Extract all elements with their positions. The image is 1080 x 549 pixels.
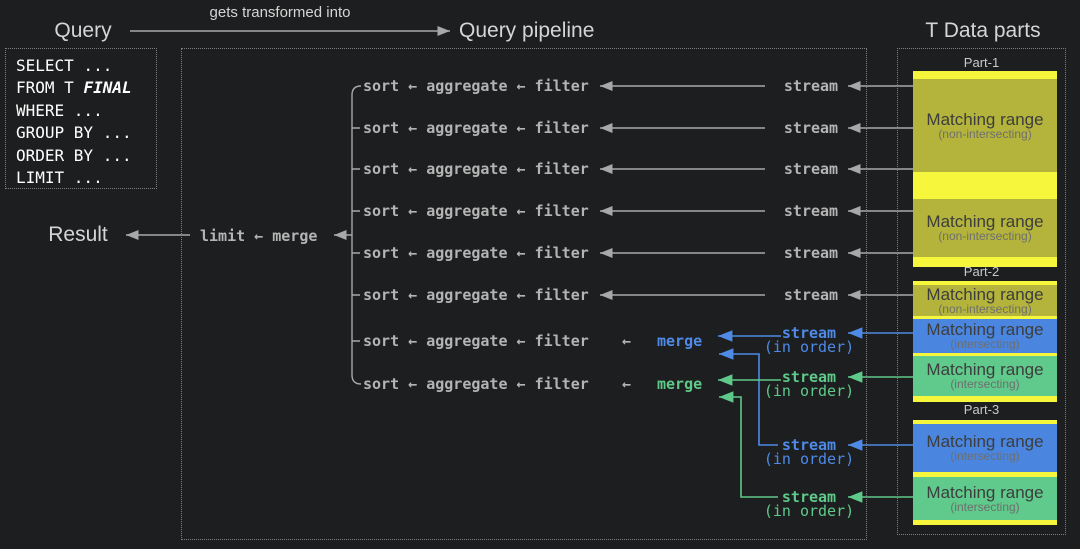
part-2-label: Part-2 <box>963 264 1000 279</box>
sql-line: LIMIT ... <box>16 168 103 188</box>
sql-query-text: SELECT ... FROM T FINAL WHERE ... GROUP … <box>6 49 156 189</box>
range-note: (non-intersecting) <box>938 229 1032 243</box>
stream-label: stream <box>783 160 839 178</box>
sql-query-box: SELECT ... FROM T FINAL WHERE ... GROUP … <box>5 48 157 189</box>
result-label: Result <box>48 223 108 246</box>
part-3-block: Matching range (intersecting) Matching r… <box>913 420 1057 525</box>
matching-range-green: Matching range (intersecting) <box>913 477 1057 520</box>
range-note: (non-intersecting) <box>938 301 1032 316</box>
range-note: (intersecting) <box>950 449 1020 463</box>
pipeline-row: sort ← aggregate ← filter <box>363 77 589 95</box>
part-1-label: Part-1 <box>963 55 1000 70</box>
pipeline-row: sort ← aggregate ← filter <box>363 286 589 304</box>
ordered-stream-label: stream <box>781 368 837 386</box>
range-note: (intersecting) <box>950 377 1020 391</box>
pipeline-row: sort ← aggregate ← filter <box>363 202 589 220</box>
stream-label: stream <box>783 202 839 220</box>
stream-label: stream <box>783 286 839 304</box>
sql-line: FROM T FINAL <box>16 78 132 98</box>
range-label: Matching range <box>926 320 1044 339</box>
query-pipeline-box <box>181 48 867 540</box>
part-2-block: Matching range (non-intersecting) Matchi… <box>913 281 1057 402</box>
pipeline-row: sort ← aggregate ← filter <box>363 375 589 393</box>
ordered-stream-blue: stream (in order) <box>762 436 856 468</box>
pipeline-bracket-ticks <box>352 127 360 342</box>
transform-arrow-label: gets transformed into <box>209 4 351 21</box>
stream-label: stream <box>783 244 839 262</box>
query-title: Query <box>54 19 112 42</box>
ordered-stream-label: stream <box>781 488 837 506</box>
pipeline-row: sort ← aggregate ← filter <box>363 332 589 350</box>
ordered-stream-blue: stream (in order) <box>762 324 856 356</box>
range-note: (intersecting) <box>950 337 1020 351</box>
part-3-label: Part-3 <box>963 402 1000 417</box>
matching-range-olive: Matching range (non-intersecting) <box>913 199 1057 257</box>
matching-range-olive: Matching range (non-intersecting) <box>913 285 1057 316</box>
range-label: Matching range <box>926 212 1044 231</box>
pipeline-bracket <box>351 85 362 385</box>
range-label: Matching range <box>926 360 1044 379</box>
sql-line: WHERE ... <box>16 100 103 120</box>
ordered-stream-note: (in order) <box>763 450 855 468</box>
ordered-stream-label: stream <box>781 324 837 342</box>
filter-merge-arrow-glyph: ← <box>622 375 632 393</box>
sql-line: GROUP BY ... <box>16 123 132 143</box>
part-1-block: Matching range (non-intersecting) Matchi… <box>913 71 1057 267</box>
sql-line: ORDER BY ... <box>16 145 132 165</box>
non-matching-strip <box>913 71 1057 79</box>
range-label: Matching range <box>926 482 1044 502</box>
stream-label: stream <box>783 77 839 95</box>
matching-range-olive: Matching range (non-intersecting) <box>913 79 1057 172</box>
pipeline-row: sort ← aggregate ← filter <box>363 160 589 178</box>
pipeline-row: sort ← aggregate ← filter <box>363 244 589 262</box>
matching-range-green: Matching range (intersecting) <box>913 356 1057 396</box>
ordered-stream-note: (in order) <box>763 338 855 356</box>
pipeline-row: sort ← aggregate ← filter <box>363 119 589 137</box>
data-parts-box <box>897 48 1066 535</box>
ordered-stream-note: (in order) <box>763 502 855 520</box>
matching-range-blue: Matching range (intersecting) <box>913 319 1057 353</box>
merge-node-blue: merge <box>657 332 703 350</box>
ordered-stream-label: stream <box>781 436 837 454</box>
ordered-stream-green: stream (in order) <box>762 488 856 520</box>
range-note: (non-intersecting) <box>938 126 1032 141</box>
range-note: (intersecting) <box>950 499 1020 514</box>
ordered-stream-green: stream (in order) <box>762 368 856 400</box>
non-matching-strip <box>913 520 1057 525</box>
stream-label: stream <box>783 119 839 137</box>
merge-node-green: merge <box>657 375 703 393</box>
range-label: Matching range <box>926 109 1044 129</box>
sql-line: SELECT ... <box>16 56 113 75</box>
blue-stream-to-merge-connector <box>719 348 778 446</box>
filter-merge-arrow-glyph: ← <box>622 332 632 350</box>
range-label: Matching range <box>926 432 1044 451</box>
non-matching-strip <box>913 172 1057 199</box>
limit-merge-chain: limit ← merge <box>200 227 318 245</box>
ordered-stream-note: (in order) <box>763 382 855 400</box>
pipeline-title: Query pipeline <box>459 19 595 42</box>
matching-range-blue: Matching range (intersecting) <box>913 424 1057 472</box>
green-stream-to-merge-connector <box>719 391 778 498</box>
sql-final-keyword: FINAL <box>83 78 132 98</box>
parts-title: T Data parts <box>925 19 1041 42</box>
range-label: Matching range <box>926 285 1044 304</box>
